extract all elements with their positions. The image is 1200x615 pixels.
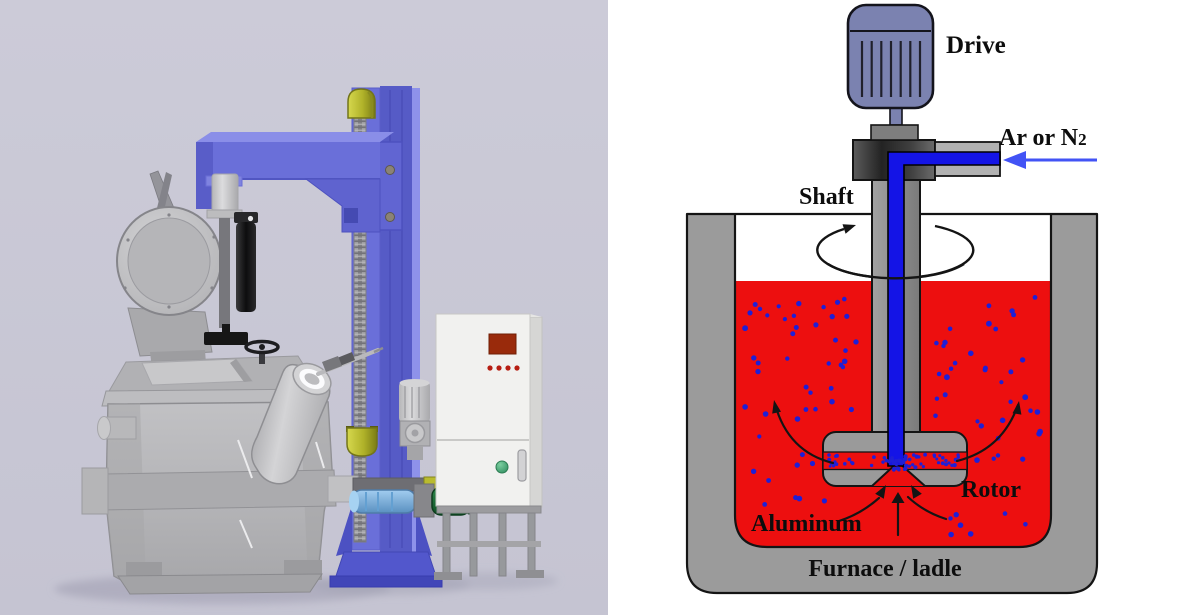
ladle-vessel [81, 339, 337, 595]
rotation-arrowhead [842, 224, 856, 234]
cabinet-handle[interactable] [517, 449, 527, 482]
lance [316, 346, 384, 376]
label-drive: Drive [946, 32, 1006, 59]
motor-coupling [870, 124, 919, 141]
pouring-cone [250, 346, 384, 485]
cabinet-display [488, 333, 517, 355]
lifting-column [196, 86, 443, 588]
flow-arrowheads [772, 400, 1022, 503]
gas-inlet-arrow [1003, 151, 1097, 169]
label-furnace-ladle: Furnace / ladle [808, 556, 962, 582]
flow-arrows [773, 402, 1020, 537]
cad-render-panel [0, 0, 608, 615]
lid-bolts [123, 213, 216, 309]
motor-fins [860, 41, 922, 97]
rotor-bubbles [827, 452, 960, 472]
cabinet-stand [434, 505, 544, 580]
weld-marks [237, 439, 325, 549]
motor-stub-shaft [889, 107, 903, 126]
label-aluminum: Aluminum [751, 511, 862, 537]
lance-clamp-cylinders [204, 173, 258, 345]
column-arm [196, 132, 394, 233]
column-base [329, 505, 443, 588]
gas-bubbles [742, 295, 1043, 538]
cabinet-button[interactable] [495, 460, 509, 474]
furnace-ladle-body [685, 212, 1099, 595]
ball-nut [346, 426, 378, 457]
cabinet-leds [487, 365, 520, 371]
label-gas-subscript: 2 [1078, 130, 1087, 149]
degasser-schematic-panel [685, 3, 1099, 595]
label-gas: Ar or N2 [999, 125, 1087, 151]
gear-motor [399, 379, 431, 460]
label-shaft: Shaft [799, 184, 854, 210]
label-rotor: Rotor [961, 477, 1021, 503]
rotation-arrow-front [827, 262, 965, 280]
label-gas-main: Ar or N [999, 125, 1079, 151]
gas-tube [887, 151, 1001, 467]
screw-top-cap [347, 88, 376, 119]
hand-wheel [244, 339, 280, 364]
drive-motor [846, 3, 935, 110]
control-cabinet [434, 313, 544, 580]
